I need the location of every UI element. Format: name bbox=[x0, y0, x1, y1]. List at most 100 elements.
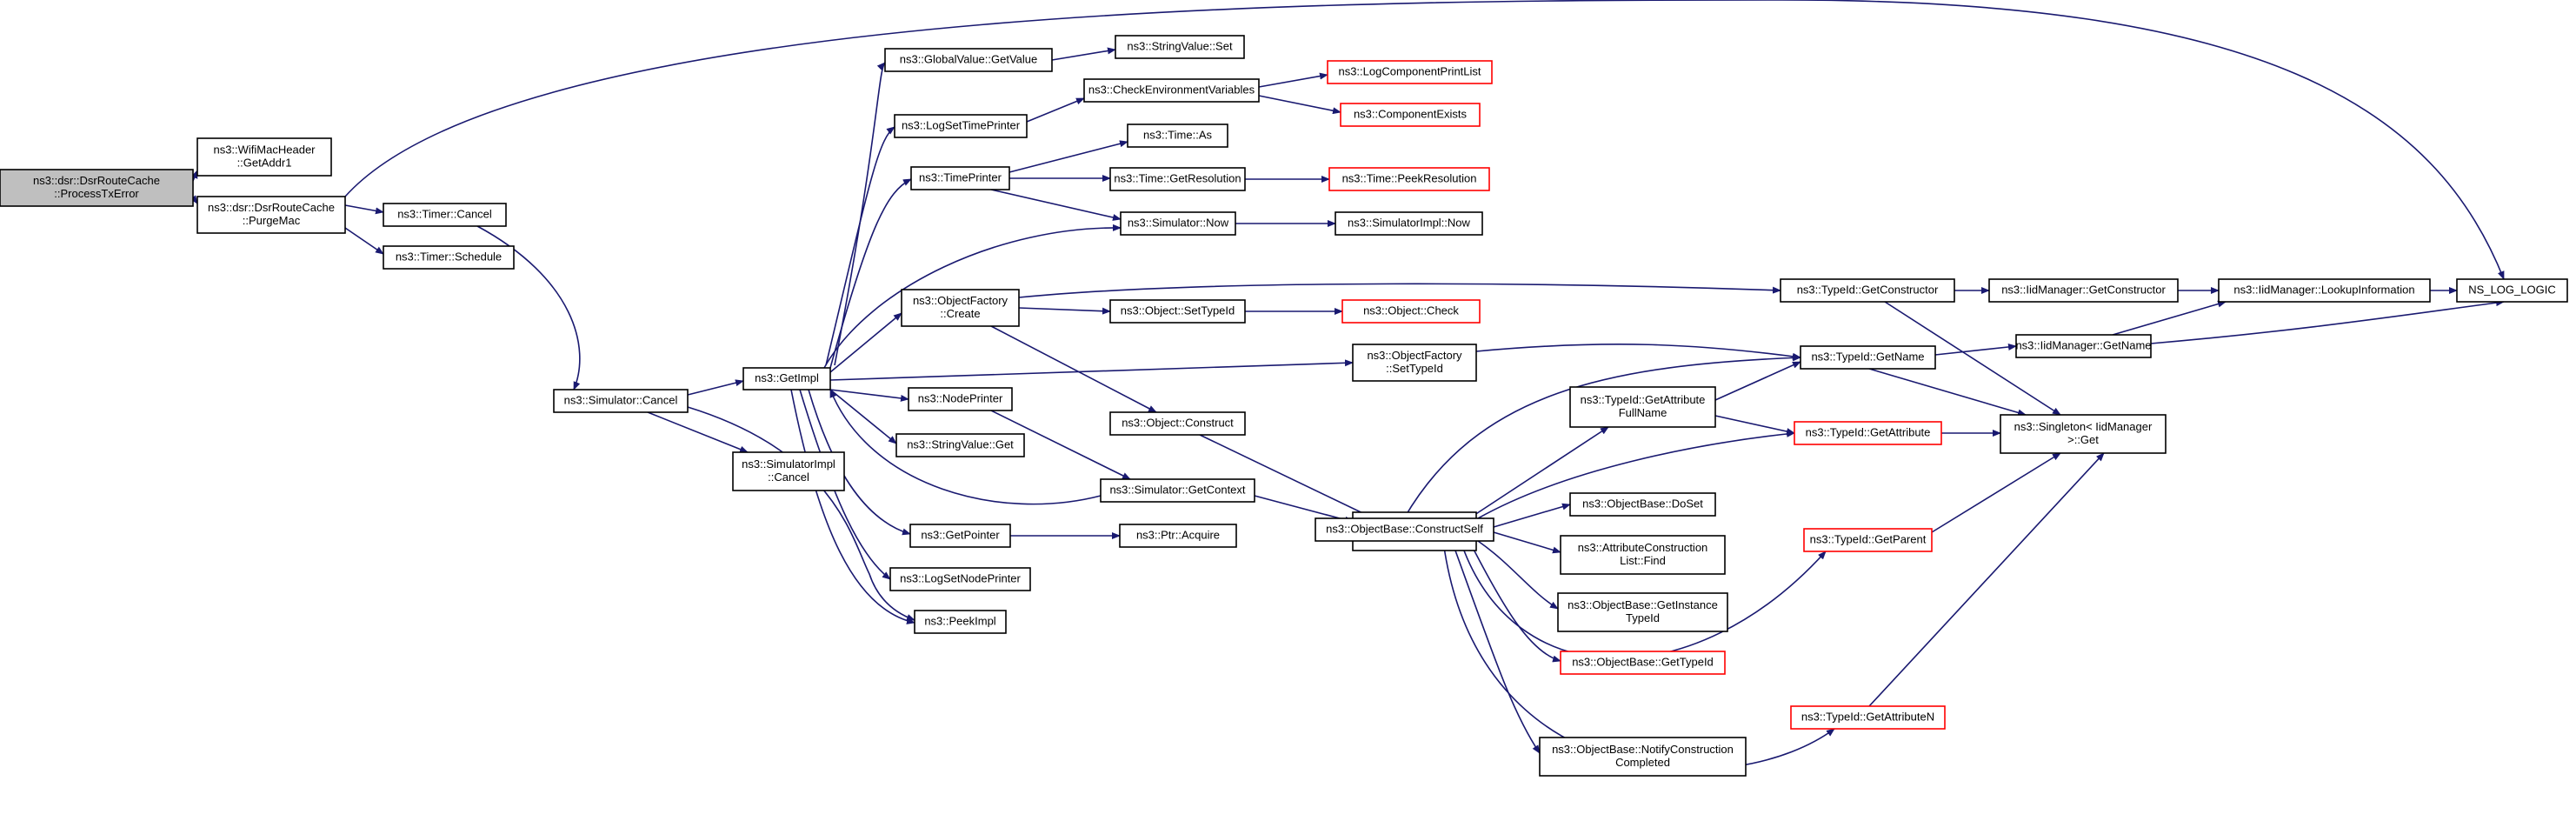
node-label: ns3::Timer::Cancel bbox=[397, 207, 492, 220]
node-box bbox=[1328, 167, 1490, 191]
node-stringValueGet[interactable]: ns3::StringValue::Get bbox=[895, 433, 1025, 457]
node-objSetTypeId[interactable]: ns3::Object::SetTypeId bbox=[1109, 299, 1246, 324]
node-iidGetName[interactable]: ns3::IidManager::GetName bbox=[2015, 334, 2152, 358]
node-label: ::Cancel bbox=[768, 471, 809, 484]
node-objFactoryCreate[interactable]: ns3::ObjectFactory::Create bbox=[901, 289, 1020, 327]
node-peekImpl[interactable]: ns3::PeekImpl bbox=[914, 610, 1007, 634]
node-label: ns3::WifiMacHeader bbox=[213, 143, 316, 156]
node-nodePrinter[interactable]: ns3::NodePrinter bbox=[908, 387, 1013, 411]
node-simNow[interactable]: ns3::Simulator::Now bbox=[1120, 211, 1236, 236]
node-label: ns3::Ptr::Acquire bbox=[1136, 528, 1220, 541]
node-componentExists[interactable]: ns3::ComponentExists bbox=[1340, 103, 1481, 127]
node-simGetContext[interactable]: ns3::Simulator::GetContext bbox=[1100, 478, 1255, 503]
node-nsLogLogic[interactable]: NS_LOG_LOGIC bbox=[2456, 278, 2568, 303]
node-label: ns3::dsr::DsrRouteCache bbox=[33, 174, 160, 187]
node-label: ns3::Time::As bbox=[1143, 128, 1212, 141]
node-label: ns3::Timer::Schedule bbox=[396, 250, 502, 263]
node-objCheck[interactable]: ns3::Object::Check bbox=[1341, 299, 1481, 324]
node-label: ns3::ObjectBase::GetInstance bbox=[1568, 598, 1718, 611]
node-label: ns3::Time::GetResolution bbox=[1114, 171, 1241, 184]
node-simImplNow[interactable]: ns3::SimulatorImpl::Now bbox=[1335, 211, 1483, 236]
node-box bbox=[2456, 278, 2568, 303]
node-logSetTimePrinter[interactable]: ns3::LogSetTimePrinter bbox=[894, 114, 1028, 138]
node-box bbox=[742, 367, 831, 390]
node-logCompPrintList[interactable]: ns3::LogComponentPrintList bbox=[1327, 60, 1493, 84]
node-timerSchedule[interactable]: ns3::Timer::Schedule bbox=[383, 245, 515, 270]
call-edge bbox=[990, 189, 1122, 221]
node-objBaseGetTypeId[interactable]: ns3::ObjectBase::GetTypeId bbox=[1560, 651, 1726, 675]
node-purgeMac[interactable]: ns3::dsr::DsrRouteCache::PurgeMac bbox=[196, 196, 346, 234]
node-globalGetValue[interactable]: ns3::GlobalValue::GetValue bbox=[884, 48, 1053, 72]
call-edge bbox=[1714, 361, 1801, 401]
node-logSetNodePrinter[interactable]: ns3::LogSetNodePrinter bbox=[889, 567, 1031, 591]
node-label: ns3::ComponentExists bbox=[1354, 107, 1468, 120]
node-stringValueSet[interactable]: ns3::StringValue::Set bbox=[1115, 35, 1245, 59]
node-typeIdGetParent[interactable]: ns3::TypeId::GetParent bbox=[1803, 528, 1933, 552]
node-getImpl[interactable]: ns3::GetImpl bbox=[742, 367, 831, 390]
node-objBaseNotifyConstrCompleted[interactable]: ns3::ObjectBase::NotifyConstructionCompl… bbox=[1539, 737, 1747, 777]
node-typeIdGetAttribute[interactable]: ns3::TypeId::GetAttribute bbox=[1794, 421, 1942, 445]
call-edge bbox=[1868, 452, 2105, 707]
call-edge bbox=[687, 406, 915, 621]
call-edge bbox=[2112, 300, 2227, 336]
node-getAddr1[interactable]: ns3::WifiMacHeader::GetAddr1 bbox=[196, 137, 332, 177]
node-box bbox=[1109, 411, 1246, 436]
node-timePrinter[interactable]: ns3::TimePrinter bbox=[910, 166, 1010, 190]
node-timeGetRes[interactable]: ns3::Time::GetResolution bbox=[1109, 167, 1246, 191]
node-box bbox=[1119, 524, 1237, 548]
node-timePeekRes[interactable]: ns3::Time::PeekResolution bbox=[1328, 167, 1490, 191]
call-edge bbox=[1468, 540, 1561, 663]
node-box bbox=[383, 203, 507, 227]
node-box bbox=[901, 289, 1020, 327]
node-simImplCancel[interactable]: ns3::SimulatorImpl::Cancel bbox=[732, 451, 845, 491]
node-checkEnvVars[interactable]: ns3::CheckEnvironmentVariables bbox=[1083, 78, 1260, 103]
call-edge bbox=[825, 126, 895, 366]
call-edge bbox=[2150, 299, 2505, 344]
node-label: ns3::IidManager::GetConstructor bbox=[2001, 283, 2166, 296]
node-objFactorySetTypeId[interactable]: ns3::ObjectFactory::SetTypeId bbox=[1352, 344, 1477, 382]
call-edge bbox=[344, 227, 384, 255]
node-box bbox=[910, 166, 1010, 190]
node-box bbox=[1800, 345, 1936, 370]
node-constructSelf[interactable]: ns3::ObjectBase::ConstructSelf bbox=[1315, 517, 1494, 542]
call-edge bbox=[190, 195, 198, 204]
node-typeIdGetAttributeN[interactable]: ns3::TypeId::GetAttributeN bbox=[1790, 705, 1946, 730]
node-objBaseDoSet[interactable]: ns3::ObjectBase::DoSet bbox=[1569, 492, 1716, 517]
node-timerCancel[interactable]: ns3::Timer::Cancel bbox=[383, 203, 507, 227]
call-edge bbox=[1199, 434, 1375, 519]
node-label: ns3::SimulatorImpl::Now bbox=[1348, 216, 1470, 229]
node-typeIdGetName[interactable]: ns3::TypeId::GetName bbox=[1800, 345, 1936, 370]
node-label: ns3::ObjectBase::GetTypeId bbox=[1572, 655, 1714, 668]
call-edge bbox=[647, 411, 749, 453]
node-box bbox=[2218, 278, 2431, 303]
call-edge bbox=[1493, 531, 1561, 554]
node-objConstruct[interactable]: ns3::Object::Construct bbox=[1109, 411, 1246, 436]
node-label: ns3::TypeId::GetAttribute bbox=[1806, 425, 1931, 438]
node-typeIdGetConstructor[interactable]: ns3::TypeId::GetConstructor bbox=[1780, 278, 1955, 303]
node-ptrAcquire[interactable]: ns3::Ptr::Acquire bbox=[1119, 524, 1237, 548]
node-processTxError[interactable]: ns3::dsr::DsrRouteCache::ProcessTxError bbox=[0, 169, 194, 207]
node-box bbox=[2000, 414, 2167, 454]
node-iidLookupInfo[interactable]: ns3::IidManager::LookupInformation bbox=[2218, 278, 2431, 303]
node-label: ns3::Time::PeekResolution bbox=[1342, 171, 1477, 184]
node-label: ns3::LogComponentPrintList bbox=[1338, 64, 1481, 77]
node-getPointer[interactable]: ns3::GetPointer bbox=[909, 524, 1011, 548]
call-nodes: ns3::dsr::DsrRouteCache::ProcessTxErrorn… bbox=[0, 35, 2568, 777]
node-label: FullName bbox=[1619, 406, 1667, 419]
node-iidGetConstructor[interactable]: ns3::IidManager::GetConstructor bbox=[1988, 278, 2179, 303]
call-edge bbox=[829, 312, 902, 373]
node-singletonGet[interactable]: ns3::Singleton< IidManager>::Get bbox=[2000, 414, 2167, 454]
node-box bbox=[1327, 60, 1493, 84]
call-edge bbox=[344, 204, 384, 215]
node-simCancel[interactable]: ns3::Simulator::Cancel bbox=[553, 389, 689, 413]
call-edge bbox=[1026, 97, 1085, 123]
node-label: ns3::TypeId::GetParent bbox=[1810, 532, 1927, 545]
node-timeAs[interactable]: ns3::Time::As bbox=[1127, 123, 1228, 148]
node-box bbox=[1315, 517, 1494, 542]
call-edge bbox=[1477, 540, 1559, 610]
node-label: ns3::NodePrinter bbox=[918, 391, 1003, 404]
node-box bbox=[1569, 492, 1716, 517]
